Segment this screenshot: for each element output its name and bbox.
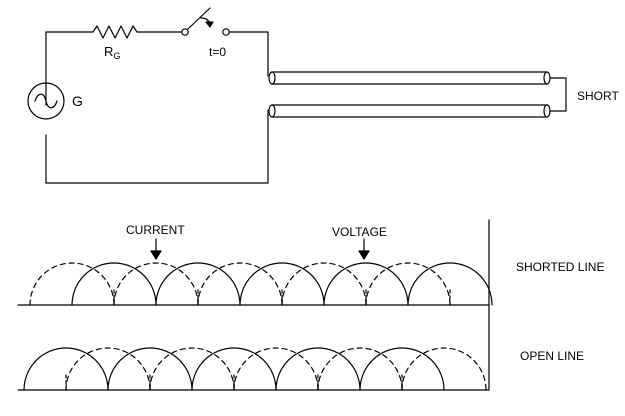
graph-axes bbox=[17, 219, 490, 391]
voltage-wave-open-arch bbox=[23, 347, 109, 391]
voltage-wave-open-arch bbox=[359, 347, 445, 391]
current-wave-shorted-arch bbox=[281, 262, 367, 306]
voltage-wave-shorted-arch bbox=[239, 262, 325, 306]
voltage-arrow bbox=[358, 238, 370, 260]
current-wave-shorted-arch bbox=[365, 262, 451, 306]
switch-label: t=0 bbox=[209, 45, 226, 59]
current-wave-open-arch bbox=[65, 347, 151, 391]
short-circuit-load bbox=[549, 77, 567, 112]
current-wave-shorted-arch bbox=[197, 262, 283, 306]
voltage-wave-open-arch bbox=[107, 347, 193, 391]
current-wave-open-arch bbox=[401, 347, 487, 391]
open-line-waves bbox=[23, 347, 487, 391]
current-wave-shorted-arch bbox=[113, 262, 199, 306]
voltage-wave-open-arch bbox=[191, 347, 277, 391]
resistor-label: RG bbox=[104, 44, 120, 61]
shorted-line-waves bbox=[29, 262, 493, 306]
shorted-line-label: SHORTED LINE bbox=[516, 260, 604, 274]
circuit-wires bbox=[45, 31, 269, 184]
open-line-label: OPEN LINE bbox=[520, 349, 584, 363]
current-wave-open-arch bbox=[149, 347, 235, 391]
voltage-label: VOLTAGE bbox=[332, 225, 387, 239]
generator-label: G bbox=[72, 93, 83, 109]
short-label: SHORT bbox=[577, 89, 619, 103]
current-arrow bbox=[150, 238, 162, 260]
transmission-line bbox=[268, 71, 551, 118]
resistor-rg bbox=[92, 25, 141, 39]
voltage-wave-shorted-arch bbox=[155, 262, 241, 306]
voltage-wave-open-arch bbox=[275, 347, 361, 391]
current-wave-shorted-arch bbox=[29, 262, 115, 306]
switch-t0 bbox=[181, 7, 230, 36]
voltage-wave-shorted-arch bbox=[71, 262, 157, 306]
voltage-wave-shorted-arch bbox=[323, 262, 409, 306]
voltage-wave-shorted-arch bbox=[407, 262, 493, 306]
generator-symbol bbox=[27, 82, 65, 120]
current-wave-open-arch bbox=[317, 347, 403, 391]
current-wave-open-arch bbox=[233, 347, 319, 391]
current-label: CURRENT bbox=[126, 223, 185, 237]
